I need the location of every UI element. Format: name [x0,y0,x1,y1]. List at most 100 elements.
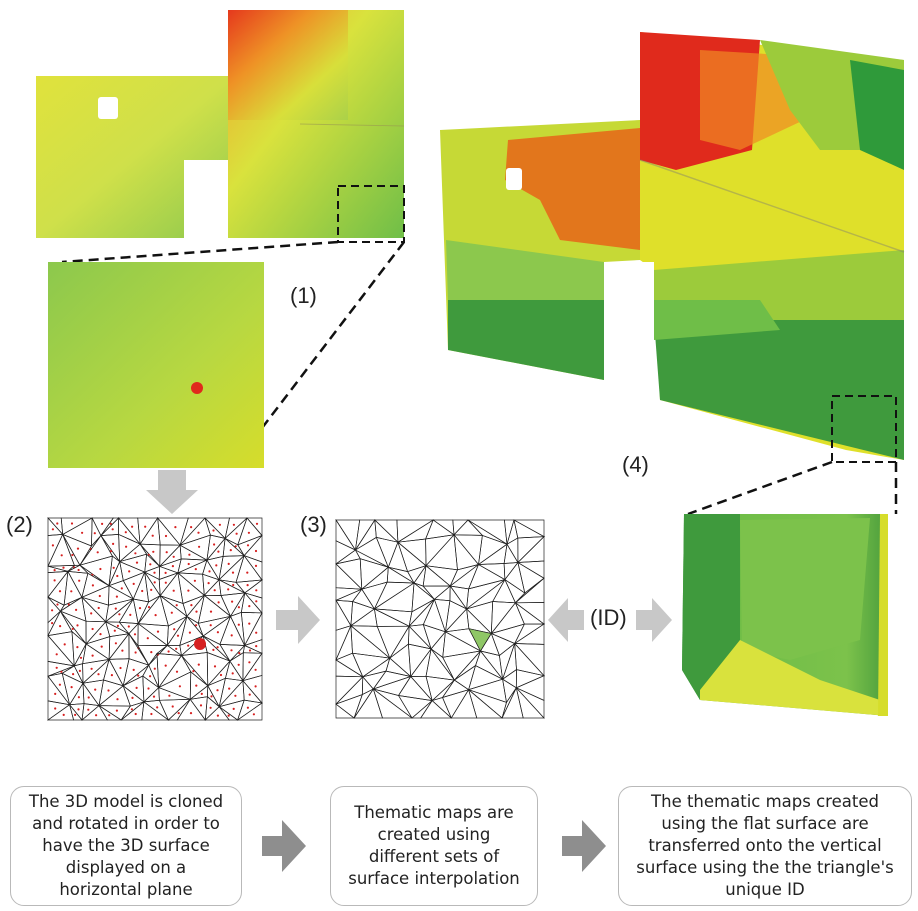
mesh-triangle [218,706,239,721]
centroid-point [120,587,123,590]
centroid-point [210,695,213,698]
mesh-triangle [372,670,413,690]
centroid-point [247,531,250,534]
centroid-point [116,698,119,701]
centroid-point [96,551,99,554]
centroid-point [255,600,258,603]
mesh-triangle [197,594,232,624]
centroid-point [77,696,80,699]
centroid-point [195,624,198,627]
mesh-triangle [467,678,507,703]
mesh-triangle [389,643,412,678]
centroid-point [192,670,195,673]
mesh-triangle [235,579,264,594]
centroid-point [207,582,210,585]
centroid-point [149,675,152,678]
mesh-triangle [362,670,387,690]
centroid-point [175,604,178,607]
centroid-point [156,630,160,633]
mesh-triangle [108,632,130,660]
mesh-triangle [514,642,546,677]
mesh-triangle [158,565,179,581]
centroid-point [70,686,73,689]
centroid-point [97,673,100,676]
centroid-point [209,610,213,613]
centroid-point [90,667,93,670]
centroid-point [178,685,181,688]
mesh-triangle [181,655,209,686]
flat-wall-model [36,10,405,242]
mesh-triangle [81,572,110,598]
centroid-point [234,694,237,697]
centroid-point [235,532,238,535]
caption-arrow-2 [562,820,606,872]
mesh-triangle [69,704,83,721]
centroid-point [195,610,198,613]
mesh-triangle [157,516,181,546]
double-arrow-right-icon [636,598,672,642]
mesh-triangle [335,558,363,591]
centroid-point [114,607,117,610]
centroid-point [95,714,98,717]
centroid-point [218,523,221,526]
centroid-point [128,570,131,573]
mesh-triangle [433,585,451,602]
selected-point [194,638,206,650]
mesh-triangle [477,543,508,565]
centroid-point [248,622,251,625]
centroid-point [255,631,258,634]
centroid-point [79,656,83,659]
centroid-point [237,663,240,666]
centroid-point [133,633,137,636]
mesh-triangle [46,704,75,721]
mesh-triangle [408,599,435,627]
mesh-triangle [425,648,456,681]
mesh-triangle [467,519,508,545]
mesh-triangle [118,533,141,563]
centroid-point [188,553,191,556]
centroid-point [135,686,138,690]
centroid-point [138,607,142,610]
centroid-point [58,590,62,593]
mesh-triangle [453,519,484,536]
mesh-triangle [176,698,206,721]
centroid-point [153,581,156,584]
caption-box-3: The thematic maps created using the flat… [618,786,912,906]
mesh-triangle [441,679,470,699]
centroid-point [150,651,153,654]
mesh-triangle [350,601,376,627]
mesh-triangle [420,700,453,719]
mesh-triangle [204,706,230,721]
mesh-triangle [159,544,182,567]
mesh-triangle [243,534,263,563]
mesh-triangle [177,559,208,575]
mesh-triangle [449,584,467,610]
centroid-point [177,712,180,715]
centroid-point [100,645,103,648]
mesh-triangle [178,517,211,546]
centroid-point [55,666,58,669]
centroid-point [109,550,113,553]
centroid-point [153,571,156,574]
mesh-triangle [202,573,220,597]
centroid-point [70,522,74,525]
centroid-point [209,624,212,627]
mesh-triangle [242,652,263,682]
centroid-point [190,526,193,529]
id-link-label: (ID) [590,605,627,630]
mesh-triangle [99,517,119,537]
mesh-triangle [177,572,205,604]
centroid-point [51,528,55,531]
centroid-point [53,569,56,572]
centroid-point [227,562,230,566]
centroid-point [212,529,215,532]
caption-text-2: Thematic maps are created using differen… [348,803,520,888]
centroid-point [171,705,174,708]
centroid-point [246,544,250,547]
mesh-triangle [468,665,504,691]
centroid-point [124,531,127,534]
centroid-point [70,590,73,593]
centroid-point [248,693,251,696]
centroid-point [147,687,150,690]
mesh-triangle [47,660,76,677]
